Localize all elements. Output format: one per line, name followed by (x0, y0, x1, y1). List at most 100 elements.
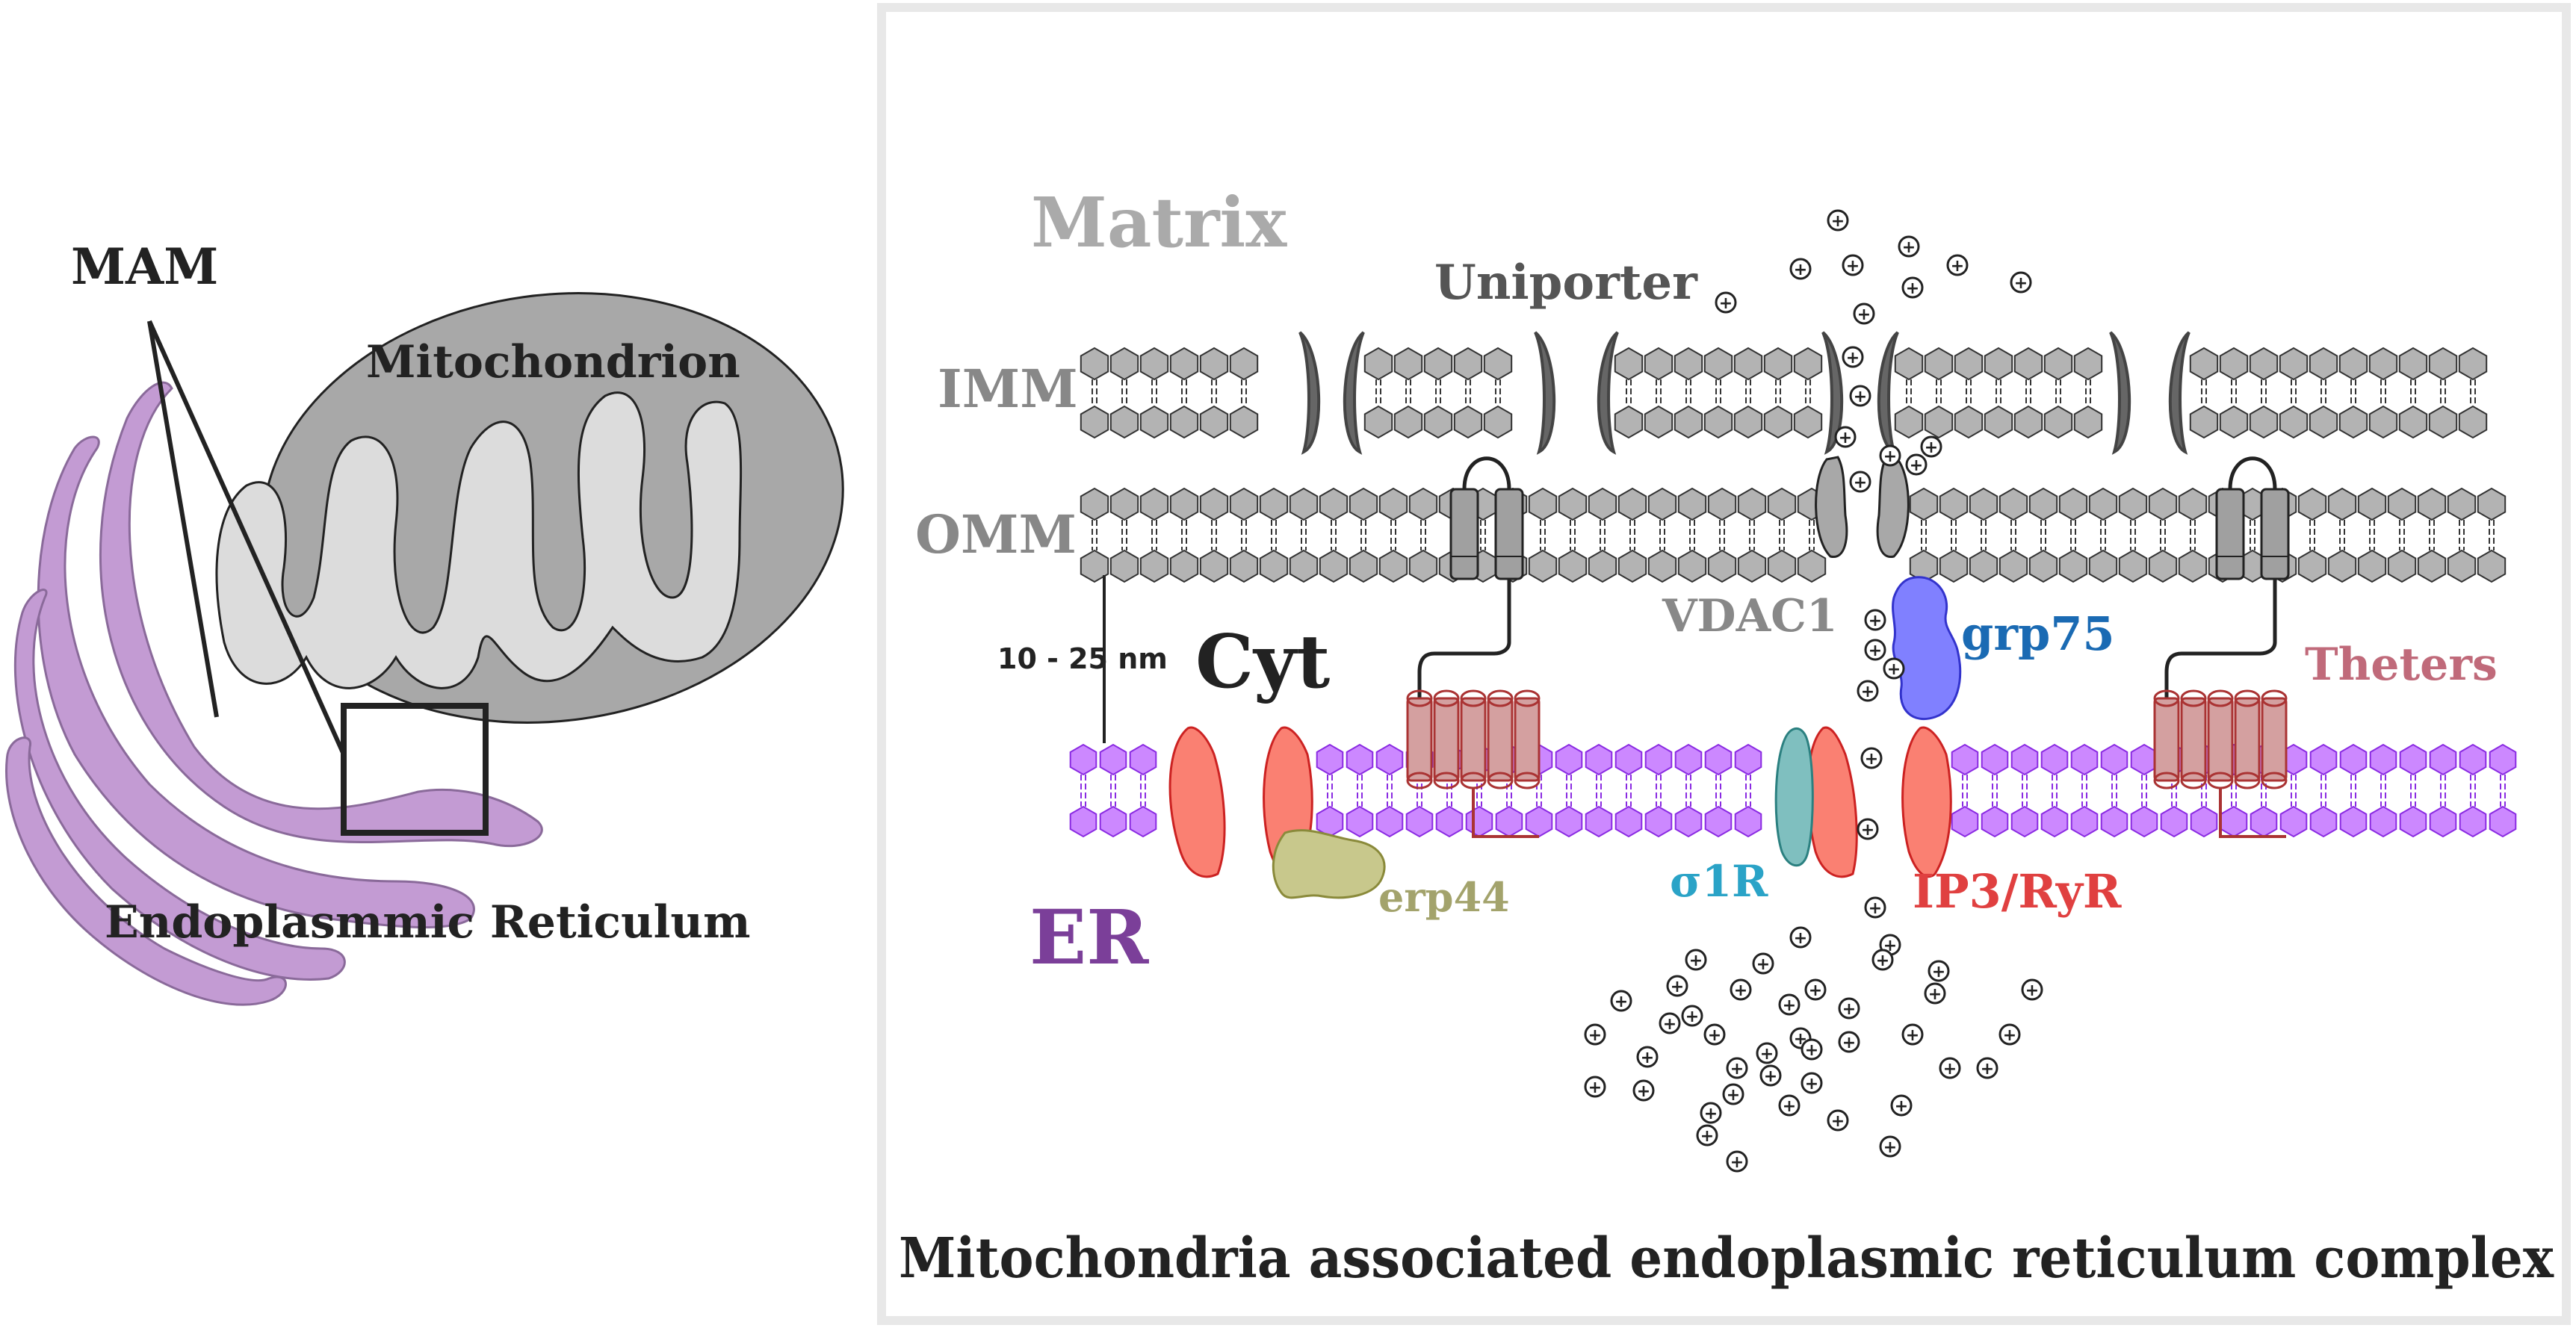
calcium-ion: + (1864, 609, 1886, 631)
lipid (1954, 347, 1984, 439)
mitochondrion-label: Mitochondrion (366, 336, 740, 388)
calcium-ions: ++++++++++++++++++++++++++++++++++++++++… (1584, 209, 2043, 1173)
lipid (2118, 487, 2148, 583)
lipid (1703, 347, 1733, 439)
erp44-label: erp44 (1378, 873, 1510, 921)
lipid (1375, 743, 1404, 838)
svg-text:+: + (1846, 349, 1860, 367)
theters-label: Theters (2305, 639, 2498, 691)
svg-text:+: + (1868, 899, 1882, 918)
calcium-ion: + (1685, 949, 1707, 971)
svg-text:+: + (1641, 1049, 1654, 1067)
svg-text:+: + (1794, 261, 1807, 279)
er-label: ER (1030, 893, 1149, 981)
lipid (2043, 347, 2073, 439)
lipid (1644, 743, 1673, 838)
svg-text:+: + (1805, 1075, 1818, 1093)
calcium-ion: + (2021, 978, 2043, 1001)
calcium-ion: + (1778, 1094, 1801, 1117)
lipid (1734, 743, 1762, 838)
lipid (1951, 743, 1979, 838)
calcium-ion: + (1726, 1057, 1748, 1079)
calcium-ion: + (1801, 1038, 1823, 1061)
lipid (1408, 487, 1438, 583)
svg-text:+: + (2025, 981, 2039, 1000)
sigma1r-protein (1774, 727, 1814, 867)
endoplasmic-reticulum-label: Endoplasmmic Reticulum (105, 896, 751, 949)
lipid (2013, 347, 2043, 439)
lipid (2489, 743, 2517, 838)
calcium-ion: + (1871, 949, 1894, 971)
calcium-ion: + (1857, 818, 1879, 840)
calcium-ion: + (1924, 982, 1946, 1005)
calcium-ion: + (1842, 254, 1864, 276)
lipid (1080, 347, 1109, 439)
calcium-ion: + (1890, 1094, 1913, 1117)
svg-text:+: + (1842, 1034, 1856, 1052)
calcium-ion: + (1928, 960, 1950, 982)
svg-text:+: + (1831, 212, 1845, 231)
lipid (2387, 487, 2417, 583)
lipid (2219, 347, 2249, 439)
lipid (1939, 487, 1969, 583)
lipid (2368, 347, 2398, 439)
lipid (2357, 487, 2387, 583)
grp75-protein (1892, 576, 1962, 721)
lipid (1453, 347, 1483, 439)
uniporter-crescent (1534, 331, 1556, 455)
tethers (1406, 456, 2290, 838)
lipid (1644, 347, 1674, 439)
lipid (2428, 347, 2458, 439)
sigma1r-label: σ1R (1670, 856, 1768, 907)
lipid (2327, 487, 2357, 583)
lipid (2369, 743, 2397, 838)
calcium-ion: + (1756, 1042, 1778, 1064)
vdac1-label: VDAC1 (1662, 590, 1838, 642)
lipid (1588, 487, 1617, 583)
calcium-ion: + (1879, 1135, 1901, 1158)
calcium-ion: + (2010, 271, 2032, 294)
lipid (2028, 487, 2058, 583)
lipid (2249, 347, 2279, 439)
lipid (2477, 487, 2507, 583)
omm-label: OMM (915, 503, 1077, 565)
svg-text:+: + (1928, 985, 1942, 1004)
uniporter-crescent (1298, 331, 1321, 455)
lipid (1647, 487, 1677, 583)
calcium-ion: + (1666, 975, 1688, 997)
calcium-ion: + (1681, 1005, 1703, 1027)
calcium-ion: + (1998, 1023, 2021, 1046)
lipid (2459, 743, 2487, 838)
lipid (1483, 347, 1513, 439)
lipid (2399, 743, 2427, 838)
lipid (2100, 743, 2128, 838)
svg-text:+: + (1588, 1079, 1602, 1097)
svg-text:+: + (1906, 279, 1919, 298)
svg-text:+: + (1861, 821, 1874, 840)
lipid (1767, 487, 1797, 583)
calcium-ion: + (1632, 1079, 1655, 1102)
ip3ryr-label: IP3/RyR (1913, 864, 2122, 919)
lipid (2088, 487, 2118, 583)
calcium-ion: + (1726, 1150, 1748, 1173)
svg-text:+: + (1730, 1153, 1744, 1172)
lipid (2429, 743, 2457, 838)
lipid (1984, 347, 2013, 439)
detail-panel-frame (877, 3, 2571, 1325)
svg-text:+: + (1839, 429, 1852, 447)
uniporter-crescent (2168, 331, 2190, 455)
svg-text:+: + (1588, 1026, 1602, 1045)
calcium-ion: + (1864, 639, 1886, 661)
svg-text:+: + (1865, 750, 1878, 769)
svg-text:+: + (1764, 1067, 1777, 1086)
calcium-ion: + (1730, 978, 1752, 1001)
svg-text:+: + (1734, 981, 1747, 1000)
svg-text:+: + (1861, 683, 1874, 701)
calcium-ion: + (1703, 1023, 1726, 1046)
uniporter-crescent (1343, 331, 1365, 455)
svg-text:+: + (1685, 1008, 1699, 1026)
lipid (1733, 347, 1763, 439)
calcium-ion: + (1905, 453, 1928, 476)
lipid (1319, 487, 1349, 583)
